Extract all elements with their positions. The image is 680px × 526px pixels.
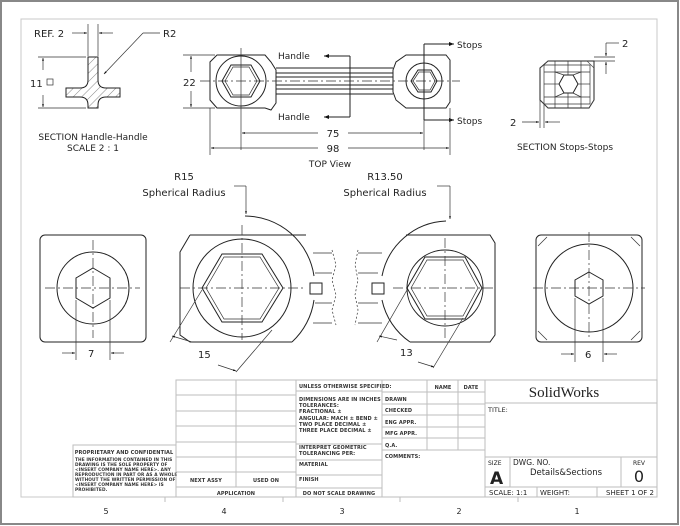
rev-value: 0: [634, 467, 644, 486]
tolerance-line: TOLERANCES:: [299, 403, 339, 409]
r15-note: Spherical Radius: [142, 188, 225, 199]
dwg-no-label: DWG. NO.: [513, 458, 550, 467]
square-dimension: 11: [30, 79, 43, 90]
zone-1: 1: [574, 507, 579, 516]
checked-label: CHECKED: [385, 408, 412, 414]
dwg-no-value: Details&Sections: [530, 468, 603, 478]
interpret-line: INTERPRET GEOMETRIC: [299, 445, 367, 451]
proprietary-line: <INSERT COMPANY NAME HERE>. ANY: [75, 467, 172, 473]
company-name: SolidWorks: [529, 385, 600, 401]
r2-dimension: R2: [163, 29, 176, 40]
hex-dimension-15: 15: [198, 350, 211, 361]
section-handle-scale: SCALE 2 : 1: [67, 144, 119, 154]
overall-length-dimension: 98: [327, 144, 340, 155]
hex-dimension-7: 7: [88, 349, 94, 360]
qa-label: Q.A.: [385, 443, 397, 449]
zone-4: 4: [221, 507, 226, 516]
weight-label: WEIGHT:: [540, 489, 570, 497]
stops-label-bottom: Stops: [457, 117, 482, 127]
proprietary-line: REPRODUCTION IN PART OR AS A WHOLE: [75, 472, 177, 478]
tolerance-line: FRACTIONAL ±: [299, 409, 342, 415]
handle-label-top: Handle: [278, 52, 310, 62]
section-handle-title: SECTION Handle-Handle: [38, 133, 148, 143]
proprietary-line: <INSERT COMPANY NAME HERE> IS: [75, 482, 164, 488]
comments-label: COMMENTS:: [385, 454, 420, 460]
ref-dimension: REF. 2: [34, 29, 64, 40]
tolerance-line: THREE PLACE DECIMAL ±: [299, 428, 372, 434]
square-symbol-icon: [46, 78, 54, 86]
height-dimension: 22: [183, 78, 196, 89]
sheet-number: SHEET 1 OF 2: [606, 489, 654, 497]
material-label: MATERIAL: [299, 462, 329, 468]
hex-dimension-13: 13: [400, 348, 413, 359]
section-stops-title: SECTION Stops-Stops: [517, 143, 613, 153]
stops-left-dimension: 2: [510, 118, 516, 129]
section-handle-handle-view: REF. 2 R2 11 SECTION Handle-Handle SCALE…: [30, 24, 176, 154]
drawn-label: DRAWN: [385, 397, 407, 403]
hex-dimension-6: 6: [585, 350, 591, 361]
large-head-detail-view: R15 Spherical Radius 15: [142, 172, 337, 373]
proprietary-heading: PROPRIETARY AND CONFIDENTIAL: [75, 450, 174, 456]
finish-label: FINISH: [299, 477, 319, 483]
title-label: TITLE:: [487, 406, 508, 414]
zone-markers: 5 4 3 2 1: [103, 497, 580, 516]
proprietary-line: WITHOUT THE WRITTEN PERMISSION OF: [75, 477, 176, 483]
size-value: A: [490, 469, 504, 489]
section-stops-stops-view: 2 2 SECTION Stops-Stops: [510, 39, 628, 153]
r13-50-label: R13.50: [367, 172, 403, 183]
top-view-title: TOP View: [308, 160, 351, 170]
scale-value: SCALE: 1:1: [489, 489, 527, 497]
proprietary-line: PROHIBITED.: [75, 487, 108, 493]
center-distance-dimension: 75: [327, 129, 340, 140]
small-head-detail-view: R13.50 Spherical Radius 13: [343, 172, 496, 369]
proprietary-line: THE INFORMATION CONTAINED IN THIS: [75, 457, 172, 463]
r13-50-note: Spherical Radius: [343, 188, 426, 199]
zone-5: 5: [103, 507, 108, 516]
mfg-appr-label: MFG APPR.: [385, 431, 417, 437]
right-end-view: 6: [533, 232, 645, 362]
used-on-label: USED ON: [253, 478, 279, 484]
name-column-header: NAME: [435, 385, 452, 391]
interpret-line: TOLERANCING PER:: [299, 451, 355, 457]
zone-2: 2: [456, 507, 461, 516]
stops-top-dimension: 2: [622, 39, 628, 50]
top-view: Handle Handle Stops Stops 22 75 98 TOP V…: [183, 41, 482, 170]
tolerance-line: TWO PLACE DECIMAL ±: [299, 422, 366, 428]
handle-label-bottom: Handle: [278, 113, 310, 123]
rev-label: REV: [633, 460, 646, 467]
size-label: SIZE: [488, 460, 502, 467]
application-label: APPLICATION: [217, 491, 255, 497]
r15-label: R15: [174, 172, 194, 183]
left-end-view: 7: [39, 234, 147, 360]
title-block: PROPRIETARY AND CONFIDENTIAL THE INFORMA…: [72, 379, 658, 498]
tolerance-line: DIMENSIONS ARE IN INCHES: [299, 397, 381, 403]
tolerance-line: ANGULAR: MACH ± BEND ±: [299, 416, 378, 422]
eng-appr-label: ENG APPR.: [385, 420, 416, 426]
zone-3: 3: [339, 507, 344, 516]
proprietary-line: DRAWING IS THE SOLE PROPERTY OF: [75, 462, 168, 468]
unless-specified-label: UNLESS OTHERWISE SPECIFIED:: [299, 384, 392, 390]
do-not-scale-label: DO NOT SCALE DRAWING: [303, 491, 376, 497]
date-column-header: DATE: [464, 385, 479, 391]
next-assy-label: NEXT ASSY: [190, 478, 222, 484]
stops-label-top: Stops: [457, 41, 482, 51]
